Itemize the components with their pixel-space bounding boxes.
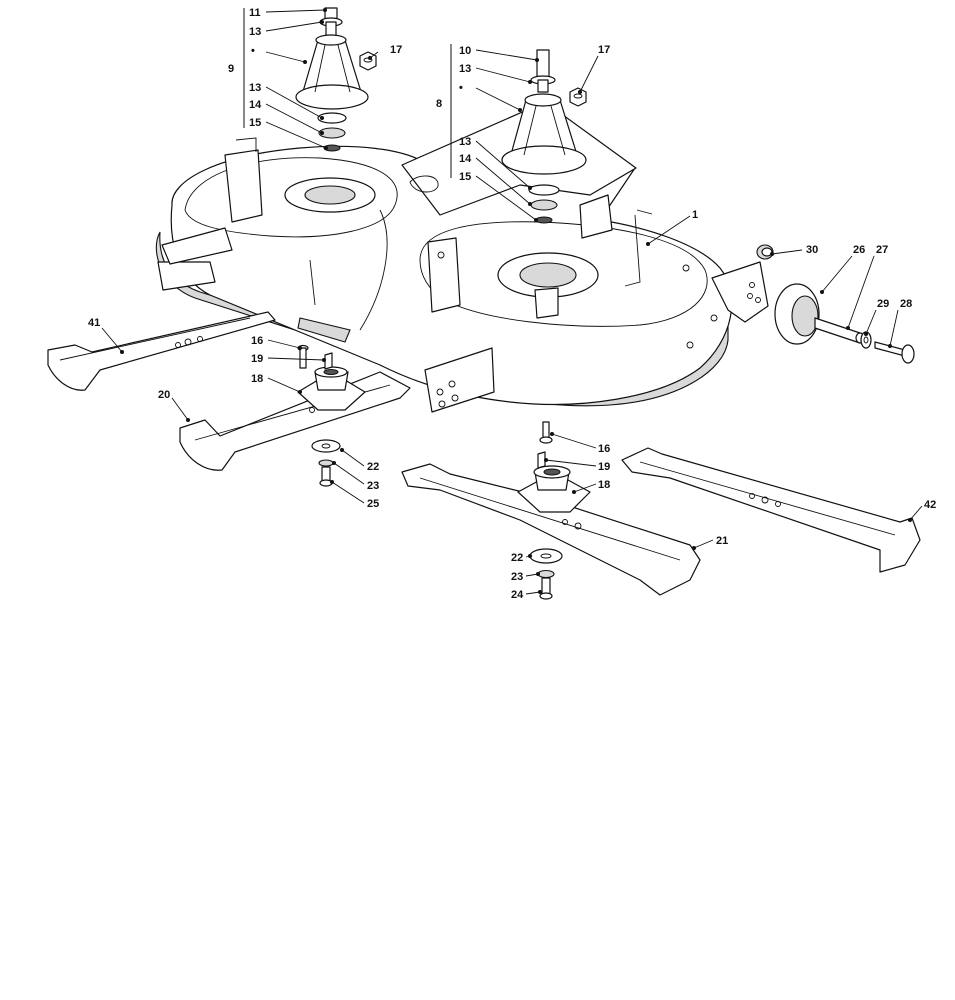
callout-20: 20: [158, 389, 170, 401]
callout-14: 14: [459, 153, 472, 165]
callout-14: 14: [249, 99, 262, 111]
anti-scalp-wheel-26: [774, 283, 820, 345]
key-19-left: [324, 352, 333, 370]
callout-24: 24: [511, 589, 524, 601]
leader-lines: [101, 8, 923, 595]
callout-11: 11: [249, 7, 261, 19]
left-spindle-assembly: [295, 7, 369, 152]
bolt-16-right: [539, 421, 553, 444]
callout-22: 22: [511, 552, 523, 564]
callout-13: 13: [459, 63, 471, 75]
blade-20: [179, 371, 411, 471]
callout-18: 18: [251, 373, 263, 385]
blade-42: [621, 447, 921, 573]
callout-8: 8: [436, 98, 442, 110]
callout-29: 29: [877, 298, 889, 310]
callout-27: 27: [876, 244, 888, 256]
callout-17: 17: [598, 44, 610, 56]
callout-41: 41: [88, 317, 100, 329]
callout-13: 13: [249, 26, 261, 38]
callout-10: 10: [459, 45, 471, 57]
blade-hub-18-right: [517, 465, 591, 513]
blade-21: [401, 463, 701, 596]
blade-hub-18-left: [297, 366, 366, 411]
callout-21: 21: [716, 535, 728, 547]
callout-28: 28: [900, 298, 912, 310]
washer-29: [860, 331, 872, 349]
callout-15: 15: [249, 117, 261, 129]
callout-16: 16: [251, 335, 263, 347]
bolt-25: [319, 466, 333, 487]
callout-23: 23: [511, 571, 523, 583]
callout-15: 15: [459, 171, 471, 183]
callout-9: 9: [228, 63, 234, 75]
bushing-30: [756, 244, 774, 260]
right-spindle-assembly: [501, 49, 587, 224]
blade-41: [47, 311, 276, 391]
washer-22-right: [529, 548, 563, 564]
callout-13: 13: [459, 136, 471, 148]
callout-1: 1: [692, 209, 698, 221]
washer-23-left: [318, 459, 334, 467]
callout-bullet: •: [251, 45, 255, 57]
callout-labels: 11 13 • 9 17 13 14 15 10 13 • 8 17 13 14…: [88, 7, 936, 601]
callout-42: 42: [924, 499, 936, 511]
callout-22: 22: [367, 461, 379, 473]
washer-22-left: [311, 439, 341, 453]
bolt-28: [874, 341, 915, 364]
callout-26: 26: [853, 244, 865, 256]
callout-18: 18: [598, 479, 610, 491]
callout-23: 23: [367, 480, 379, 492]
callout-19: 19: [598, 461, 610, 473]
callout-bullet: •: [459, 82, 463, 94]
key-19-right: [537, 451, 546, 469]
callout-19: 19: [251, 353, 263, 365]
spacer-27: [814, 317, 865, 344]
callout-17: 17: [390, 44, 402, 56]
callout-13: 13: [249, 82, 261, 94]
nut-17-right: [569, 87, 587, 107]
washer-23-right: [537, 569, 555, 579]
callout-30: 30: [806, 244, 818, 256]
bolt-24: [539, 577, 553, 600]
nut-17-left: [359, 51, 377, 71]
callout-16: 16: [598, 443, 610, 455]
cutting-deck-housing: [155, 101, 769, 413]
callout-25: 25: [367, 498, 379, 510]
